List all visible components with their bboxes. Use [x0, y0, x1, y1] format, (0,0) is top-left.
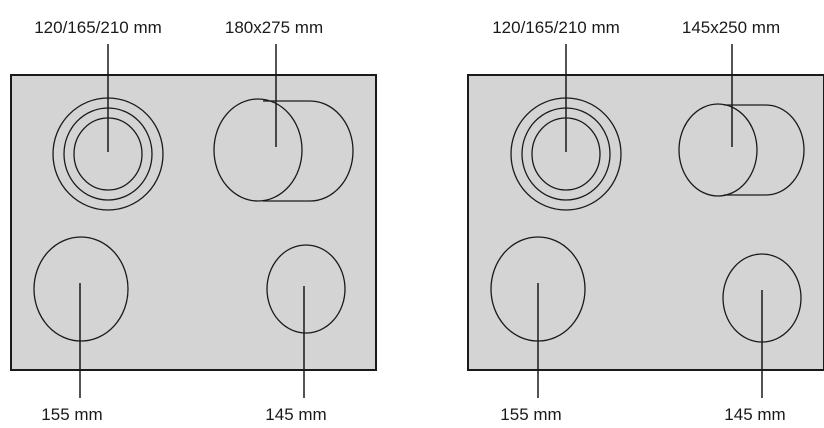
zone-label-bottom-left: 155 mm: [41, 405, 102, 424]
cooktop-right: 120/165/210 mm 145x250 mm 155 mm 145 mm: [467, 18, 824, 424]
cooktop-left-oval-zone: [213, 98, 354, 202]
cooktop-right-oval-zone: [678, 103, 805, 197]
cooktop-left-bottom-right-zone: [266, 244, 346, 334]
cooktop-right-surface: [467, 74, 824, 371]
zone-label-bottom-right: 145 mm: [265, 405, 326, 424]
zone-oval-main: [678, 103, 758, 197]
zone-label-top-right: 145x250 mm: [682, 18, 780, 37]
cooktop-left-bottom-left-zone: [33, 236, 129, 342]
cooktop-left: 120/165/210 mm 180x275 mm 155 mm 145 mm: [10, 18, 377, 424]
zone-label-bottom-left: 155 mm: [500, 405, 561, 424]
zone-oval-main: [213, 98, 303, 202]
zone-oval-extension: [263, 100, 354, 202]
cooktop-left-surface: [10, 74, 377, 371]
zone-label-top-right: 180x275 mm: [225, 18, 323, 37]
zone-label-top-left: 120/165/210 mm: [492, 18, 620, 37]
zone-oval-extension: [724, 104, 805, 196]
zone-label-top-left: 120/165/210 mm: [34, 18, 162, 37]
zone-label-bottom-right: 145 mm: [724, 405, 785, 424]
